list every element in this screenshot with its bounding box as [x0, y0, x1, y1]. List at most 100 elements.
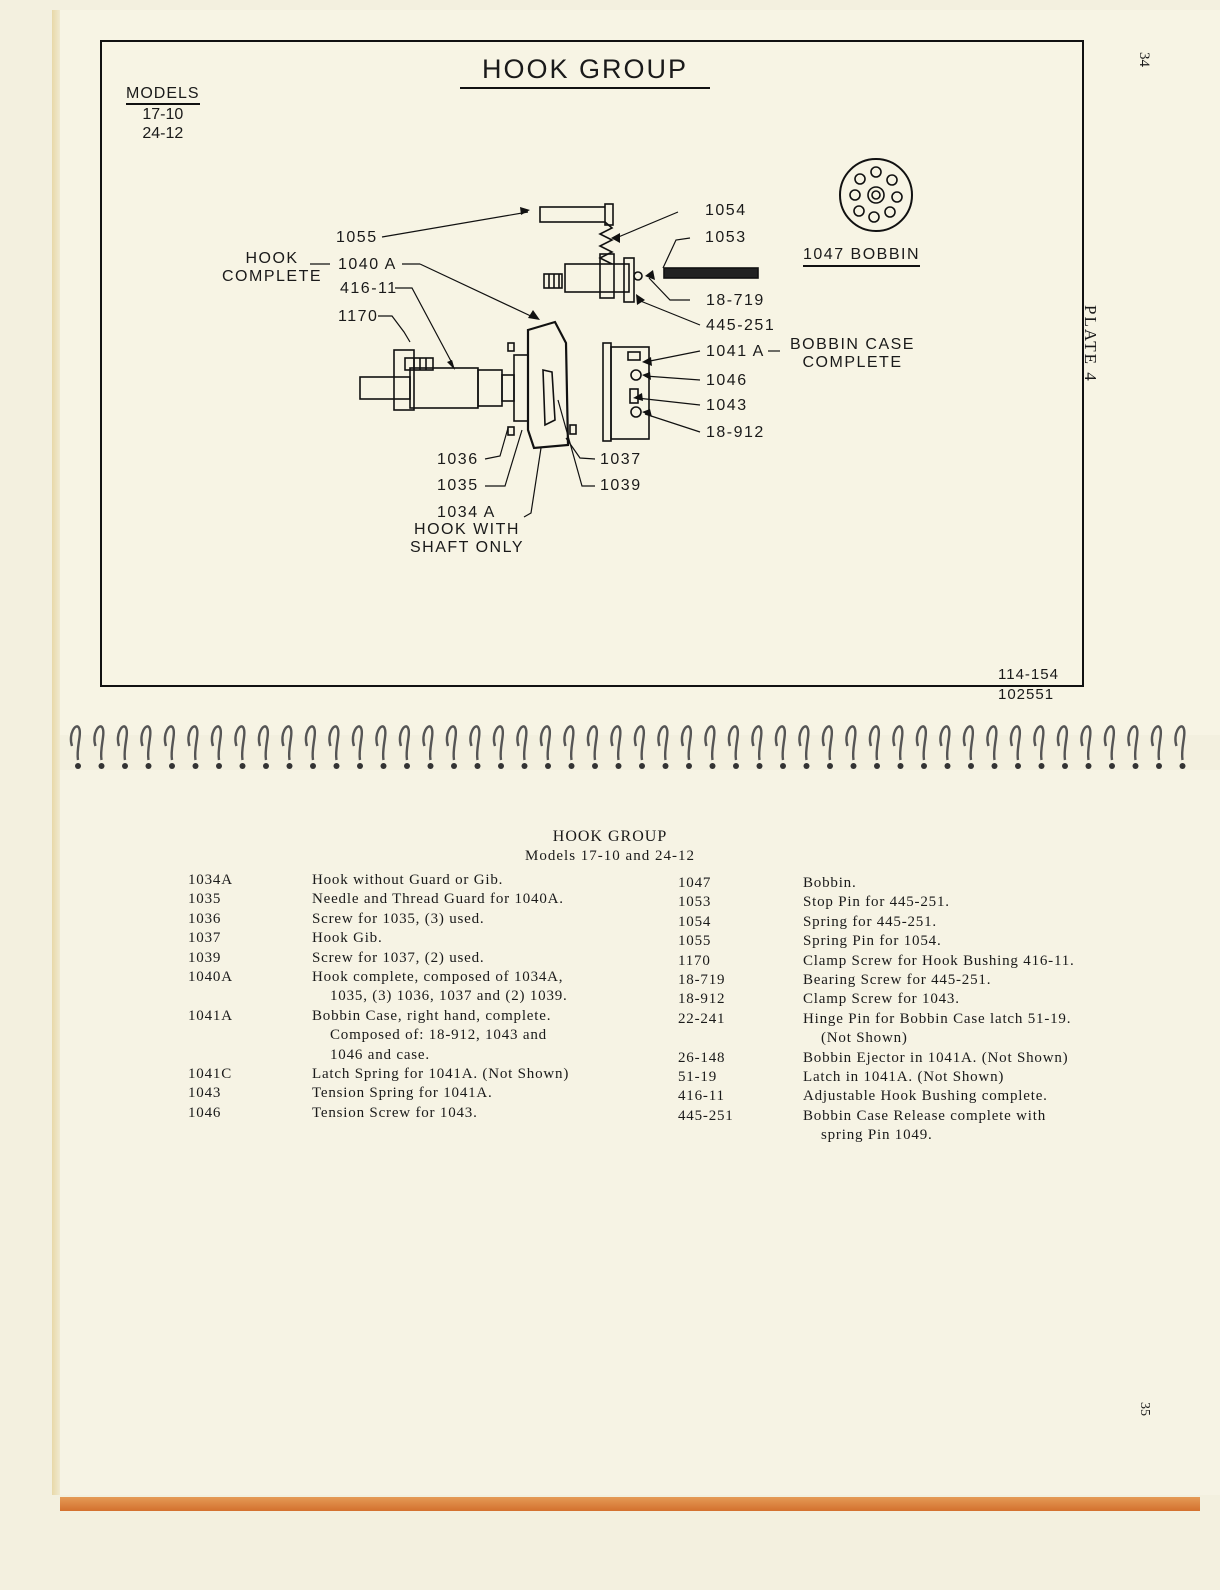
spiral-hole — [145, 763, 152, 769]
spiral-loop — [1174, 725, 1186, 761]
label-1043: 1043 — [706, 397, 748, 414]
label-1053: 1053 — [705, 229, 747, 246]
spiral-loop — [304, 725, 317, 761]
spiral-loop — [563, 725, 575, 761]
spiral-loop — [633, 725, 646, 761]
spiral-hole — [874, 763, 880, 769]
spiral-hole — [686, 763, 692, 769]
spiral-loop — [1033, 725, 1045, 761]
spiral-loop — [398, 725, 411, 761]
page-number-bottom: 35 — [1137, 1402, 1152, 1416]
spiral-loop — [1103, 725, 1116, 761]
part-description: Adjustable Hook Bushing complete. — [803, 1088, 1048, 1105]
label-1054: 1054 — [705, 202, 747, 219]
models-label: MODELS — [126, 84, 200, 105]
spiral-hole — [75, 763, 81, 769]
model-24-12: 24-12 — [142, 125, 184, 142]
part-description: Bobbin Case Release complete with — [803, 1107, 1047, 1124]
part-description: 1046 and case. — [330, 1046, 430, 1063]
spiral-hole — [122, 763, 128, 769]
label-416-11: 416-11 — [340, 280, 398, 297]
label-1035: 1035 — [437, 477, 479, 494]
spiral-loop — [492, 725, 505, 761]
hook-group-diagram — [310, 158, 913, 518]
spiral-loop — [610, 725, 622, 761]
spiral-hole — [827, 763, 833, 769]
label-1041a: 1041 A — [706, 343, 765, 360]
label-1039: 1039 — [600, 477, 642, 494]
spiral-loop — [210, 725, 223, 761]
spiral-hole — [474, 763, 481, 769]
label-445-251: 445-251 — [706, 317, 776, 334]
spiral-loop — [328, 725, 340, 761]
lower-page — [52, 770, 1220, 1495]
part-number: 1047 — [678, 875, 712, 891]
spiral-loop — [962, 725, 975, 761]
spiral-hole — [1156, 763, 1162, 769]
part-description: Tension Spring for 1041A. — [312, 1085, 493, 1102]
label-1036: 1036 — [437, 451, 479, 468]
part-number: 1041A — [188, 1007, 233, 1024]
spiral-loop — [727, 725, 740, 761]
part-number: 1054 — [678, 913, 712, 930]
spiral-hole — [1085, 763, 1092, 769]
spiral-loop — [187, 725, 199, 761]
spiral-hole — [286, 763, 293, 769]
spiral-hole — [521, 763, 528, 769]
spiral-hole — [615, 763, 622, 769]
part-number: 1053 — [678, 894, 712, 911]
part-number: 1034A — [188, 872, 233, 888]
part-description: Hook without Guard or Gib. — [312, 872, 504, 888]
spiral-hole — [991, 763, 998, 769]
spiral-loop — [257, 725, 270, 761]
plate-frame — [100, 40, 1084, 687]
plate-title: HOOK GROUP — [460, 54, 710, 89]
label-1037: 1037 — [600, 451, 642, 468]
spiral-hole — [239, 763, 246, 769]
label-hook-complete: HOOK COMPLETE — [222, 250, 322, 286]
plate-number: PLATE 4 — [1081, 305, 1100, 383]
page-number-top: 34 — [1136, 52, 1152, 67]
part-number: 1041C — [188, 1066, 233, 1082]
spiral-hole — [98, 763, 105, 769]
spiral-hole — [333, 763, 340, 769]
part-number: 416-11 — [678, 1088, 725, 1105]
part-description: Latch in 1041A. (Not Shown) — [803, 1069, 1005, 1085]
spiral-hole — [192, 763, 199, 769]
part-description: Bobbin Case, right hand, complete. — [312, 1007, 552, 1024]
spiral-loop — [234, 725, 246, 761]
spiral-loop — [1056, 725, 1069, 761]
part-number: 18-719 — [678, 972, 726, 988]
part-number: 1055 — [678, 933, 712, 950]
spiral-hole — [1132, 763, 1139, 769]
spiral-loop — [1150, 725, 1163, 761]
part-description: (Not Shown) — [821, 1030, 908, 1047]
spiral-loop — [798, 725, 810, 761]
spiral-loop — [657, 725, 669, 761]
parts-list-title: HOOK GROUP — [552, 828, 668, 845]
spiral-loop — [680, 725, 693, 761]
label-bobbin-case-complete: BOBBIN CASE COMPLETE — [790, 336, 915, 372]
spiral-hole — [357, 763, 363, 769]
spiral-hole — [404, 763, 410, 769]
part-description: Clamp Screw for 1043. — [803, 991, 960, 1008]
spiral-hole — [427, 763, 434, 769]
spiral-loop — [704, 725, 716, 761]
part-description: Spring for 445-251. — [803, 913, 937, 930]
spiral-loop — [469, 725, 481, 761]
part-number: 1039 — [188, 949, 222, 966]
spiral-hole — [545, 763, 551, 769]
spiral-loop — [1080, 725, 1092, 761]
spiral-loop — [116, 725, 129, 761]
spiral-hole — [709, 763, 716, 769]
spiral-hole — [169, 763, 175, 769]
spiral-hole — [803, 763, 810, 769]
part-description: Hinge Pin for Bobbin Case latch 51-19. — [803, 1010, 1072, 1027]
spiral-hole — [380, 763, 387, 769]
spiral-hole — [921, 763, 927, 769]
spiral-loop — [163, 725, 176, 761]
spiral-loop — [1127, 725, 1139, 761]
spiral-hole — [756, 763, 763, 769]
label-hook-shaft-line1: HOOK WITH — [414, 521, 520, 538]
part-description: Bobbin Ejector in 1041A. (Not Shown) — [803, 1049, 1069, 1066]
